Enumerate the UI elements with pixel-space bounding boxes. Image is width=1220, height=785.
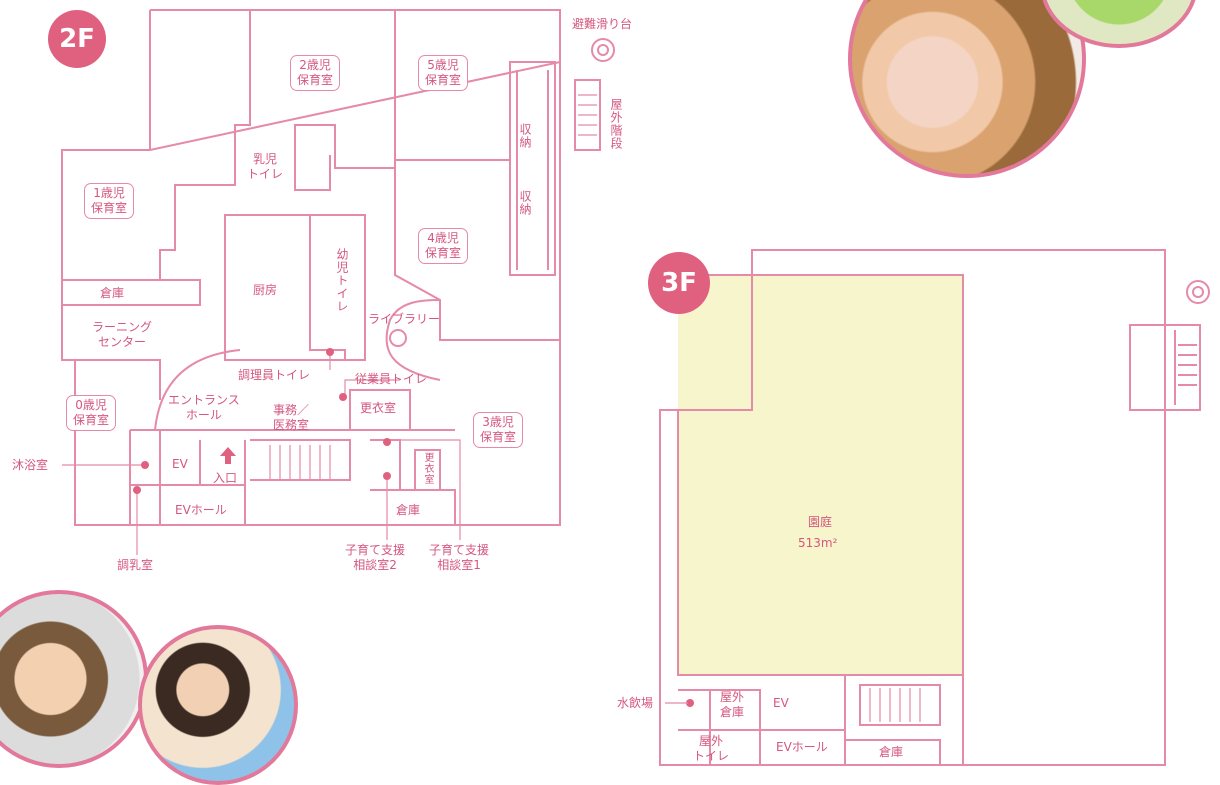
label-bath: 沐浴室 bbox=[12, 458, 49, 472]
label-consult-1: 子育て支援 相談室1 bbox=[429, 543, 490, 572]
label-warehouse-1: 倉庫 bbox=[100, 286, 125, 300]
label-ev: EV bbox=[172, 457, 188, 471]
label-slide: 避難滑り台 bbox=[572, 17, 633, 31]
label-learning-center: ラーニング センター bbox=[92, 320, 153, 349]
label-child-toilet: 幼児トイレ bbox=[335, 248, 349, 313]
label-cook-toilet: 調理員トイレ bbox=[238, 368, 311, 382]
floor-plan-drawing bbox=[61, 9, 1210, 766]
children-photo-bottom-right bbox=[138, 625, 298, 785]
label-warehouse-2: 倉庫 bbox=[396, 503, 421, 517]
room-age1: 1歳児 保育室 bbox=[84, 183, 135, 219]
label-water-fountain: 水飲場 bbox=[617, 696, 654, 710]
label-outdoor-stairs: 屋外階段 bbox=[609, 98, 623, 150]
label-ev-hall: EVホール bbox=[175, 503, 227, 517]
label-ev-3f: EV bbox=[773, 696, 789, 710]
room-age3: 3歳児 保育室 bbox=[473, 412, 524, 448]
label-milk-room: 調乳室 bbox=[117, 558, 154, 572]
label-storage-b: 収納 bbox=[518, 190, 532, 216]
label-entrance: 入口 bbox=[213, 471, 238, 485]
label-garden-area: 513m² bbox=[798, 536, 838, 550]
label-changing: 更衣室 bbox=[422, 452, 433, 485]
floor-2f-badge: 2F bbox=[48, 10, 106, 68]
room-age2: 2歳児 保育室 bbox=[290, 55, 341, 91]
label-infant-toilet: 乳児 トイレ bbox=[247, 152, 284, 181]
label-garden: 園庭 bbox=[808, 515, 833, 529]
label-staff-toilet: 従業員トイレ bbox=[355, 372, 428, 386]
label-office: 事務／ 医務室 bbox=[273, 403, 310, 432]
label-storage-a: 収納 bbox=[518, 123, 532, 149]
label-ev-hall-3f: EVホール bbox=[776, 740, 828, 754]
label-outdoor-storage: 屋外 倉庫 bbox=[720, 690, 745, 719]
room-age0: 0歳児 保育室 bbox=[66, 395, 117, 431]
label-consult-2: 子育て支援 相談室2 bbox=[345, 543, 406, 572]
label-outdoor-toilet: 屋外 トイレ bbox=[693, 734, 730, 763]
floor-3f-badge: 3F bbox=[648, 252, 710, 314]
label-entrance-hall: エントランス ホール bbox=[168, 393, 240, 422]
label-locker: 更衣室 bbox=[360, 401, 397, 415]
label-warehouse-3f: 倉庫 bbox=[879, 745, 904, 759]
room-age4: 4歳児 保育室 bbox=[418, 228, 469, 264]
label-library: ライブラリー bbox=[368, 312, 441, 326]
room-age5: 5歳児 保育室 bbox=[418, 55, 469, 91]
label-kitchen: 厨房 bbox=[253, 283, 278, 297]
